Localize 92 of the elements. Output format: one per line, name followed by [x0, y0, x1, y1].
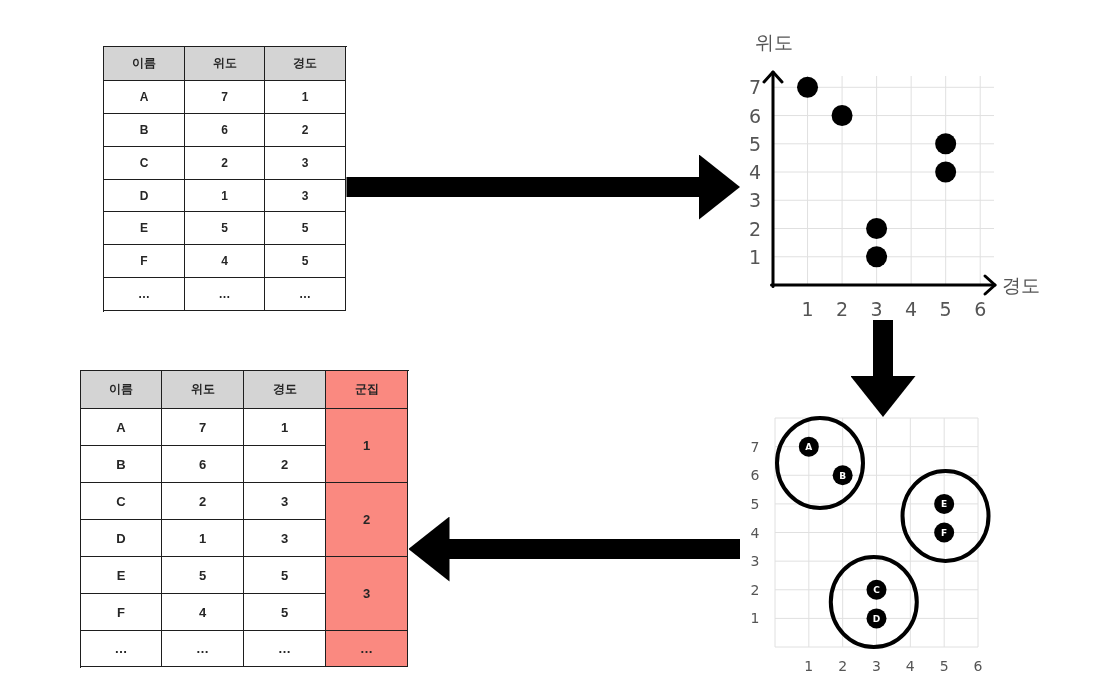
table-cell: B: [81, 446, 162, 483]
tick-label: 5: [939, 659, 949, 673]
table-cell: …: [326, 631, 408, 667]
table-cell: 5: [265, 212, 346, 245]
tick-label: 1: [750, 611, 760, 626]
tick-label: 6: [748, 106, 762, 126]
block-arrow: [346, 154, 740, 220]
table-cell: 3: [326, 557, 408, 631]
header-cell: 군집: [326, 371, 408, 409]
data-table: [103, 46, 347, 312]
table-cell: …: [104, 278, 185, 311]
table-cell: …: [265, 278, 346, 311]
tick-label: 2: [748, 219, 762, 238]
header-cell: 경도: [265, 47, 346, 81]
table-cell: …: [81, 631, 162, 667]
table-cell: 3: [244, 520, 326, 557]
point-label: B: [839, 471, 847, 481]
table-cell: 2: [244, 446, 326, 483]
tick-label: 7: [750, 439, 760, 454]
table-cell: 4: [162, 594, 244, 631]
table-cell: B: [104, 114, 185, 147]
tick-label: 2: [838, 659, 848, 673]
table-cell: A: [81, 409, 162, 446]
tick-label: 5: [939, 299, 952, 319]
table-cell: 5: [244, 594, 326, 631]
table-cell: 1: [244, 409, 326, 446]
table-cell: F: [81, 594, 162, 631]
table-cell: …: [185, 278, 265, 311]
table-cell: 2: [326, 483, 408, 557]
data-table: [80, 370, 409, 668]
tick-label: 4: [905, 299, 918, 319]
tick-label: 3: [872, 659, 881, 673]
table-cell: 5: [162, 557, 244, 594]
tick-label: 4: [905, 659, 915, 673]
block-arrow: [850, 320, 916, 417]
tick-label: 2: [836, 299, 849, 319]
table-cell: 1: [162, 520, 244, 557]
table-cell: 7: [185, 81, 265, 114]
table-cell: C: [104, 147, 185, 180]
table-cell: A: [104, 81, 185, 114]
point-label: A: [805, 442, 813, 452]
table-cell: 2: [162, 483, 244, 520]
point-label: E: [941, 499, 948, 509]
tick-label: 5: [750, 496, 760, 511]
table-cell: 1: [326, 409, 408, 483]
table-cell: 6: [185, 114, 265, 147]
axis-title: 경도: [1002, 275, 1040, 295]
tick-label: 3: [748, 190, 762, 210]
table-cell: 2: [185, 147, 265, 180]
header-cell: 위도: [162, 371, 244, 409]
tick-label: 6: [750, 468, 760, 483]
header-cell: 이름: [81, 371, 162, 409]
axis-title: 위도: [755, 32, 793, 52]
table-cell: D: [104, 180, 185, 212]
tick-label: 7: [748, 77, 762, 97]
table-cell: 3: [265, 147, 346, 180]
table-cell: F: [104, 245, 185, 278]
table-cell: 7: [162, 409, 244, 446]
table-cell: …: [162, 631, 244, 667]
table-cell: 5: [244, 557, 326, 594]
header-cell: 이름: [104, 47, 185, 81]
tick-label: 3: [870, 299, 883, 319]
table-cell: 2: [265, 114, 346, 147]
table-cell: …: [244, 631, 326, 667]
point-label: F: [941, 528, 948, 538]
block-arrow: [408, 516, 740, 582]
tick-label: 4: [750, 525, 760, 540]
tick-label: 1: [748, 247, 762, 267]
table-cell: C: [81, 483, 162, 520]
table-cell: 5: [185, 212, 265, 245]
tick-label: 5: [748, 134, 762, 154]
table-cell: 3: [265, 180, 346, 212]
table-cell: E: [104, 212, 185, 245]
tick-label: 2: [750, 582, 760, 597]
tick-label: 1: [804, 659, 814, 673]
header-cell: 위도: [185, 47, 265, 81]
table-cell: D: [81, 520, 162, 557]
table-cell: 5: [265, 245, 346, 278]
tick-label: 6: [973, 659, 983, 673]
header-cell: 경도: [244, 371, 326, 409]
table-cell: 1: [265, 81, 346, 114]
point-label: C: [873, 585, 880, 595]
tick-label: 1: [801, 299, 814, 319]
table-cell: 6: [162, 446, 244, 483]
tick-label: 4: [748, 162, 762, 182]
table-cell: 3: [244, 483, 326, 520]
tick-label: 6: [974, 299, 987, 319]
table-cell: E: [81, 557, 162, 594]
table-cell: 1: [185, 180, 265, 212]
table-cell: 4: [185, 245, 265, 278]
point-label: D: [872, 614, 881, 624]
tick-label: 3: [750, 554, 760, 569]
